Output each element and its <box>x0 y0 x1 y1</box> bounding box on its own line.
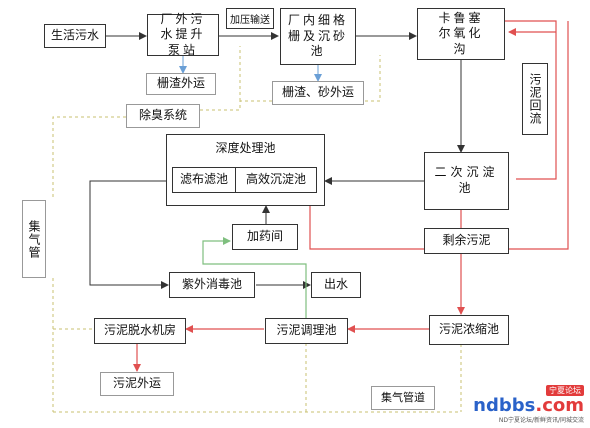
node-excess-sludge: 剩余污泥 <box>424 228 509 254</box>
node-sludge-out: 污泥外运 <box>100 372 174 396</box>
deep-treatment-title: 深度处理池 <box>215 141 276 155</box>
node-deodorization: 除臭系统 <box>126 104 200 128</box>
site-watermark: 宁夏论坛 ndbbs.com ND宁夏论坛/新鲜资讯/同城交流 <box>473 378 584 424</box>
label-pressurized-transport: 加压输送 <box>226 8 274 29</box>
node-domestic-sewage: 生活污水 <box>44 24 106 48</box>
node-fine-screen-grit: 厂内细格栅及沉砂池 <box>280 8 356 65</box>
node-screenings-sand-out: 栅渣、砂外运 <box>272 81 364 105</box>
watermark-badge: 宁夏论坛 <box>546 385 584 396</box>
node-high-efficiency-settling: 高效沉淀池 <box>235 167 317 193</box>
node-cloth-filter: 滤布滤池 <box>172 167 236 193</box>
node-sludge-dewatering: 污泥脱水机房 <box>94 318 186 344</box>
node-sludge-return: 污泥回流 <box>522 63 548 135</box>
dosing-supply-line <box>202 237 307 318</box>
node-effluent: 出水 <box>311 272 361 298</box>
arrow-deep-to-uv <box>89 180 169 289</box>
watermark-tagline: ND宁夏论坛/新鲜资讯/同城交流 <box>498 417 584 424</box>
node-screenings-out: 栅渣外运 <box>146 73 216 95</box>
node-gas-pipeline: 集气管道 <box>371 386 435 410</box>
gas-pipe-top <box>52 116 126 200</box>
node-dosing-room: 加药间 <box>232 224 298 250</box>
sludge-return-line <box>505 20 557 180</box>
node-secondary-clarifier: 二次沉淀池 <box>424 152 509 210</box>
watermark-logo: ndbbs.com <box>473 395 584 416</box>
node-uv-disinfection: 紫外消毒池 <box>169 272 255 298</box>
node-sludge-conditioning: 污泥调理池 <box>265 318 348 344</box>
node-sludge-thickening: 污泥浓缩池 <box>429 315 509 345</box>
node-gas-collection-pipe: 集气管 <box>22 200 46 278</box>
node-carrousel-ditch: 卡鲁塞尔氧化沟 <box>417 8 505 60</box>
node-lift-pump-station: 厂外污水提升泵站 <box>147 12 219 57</box>
